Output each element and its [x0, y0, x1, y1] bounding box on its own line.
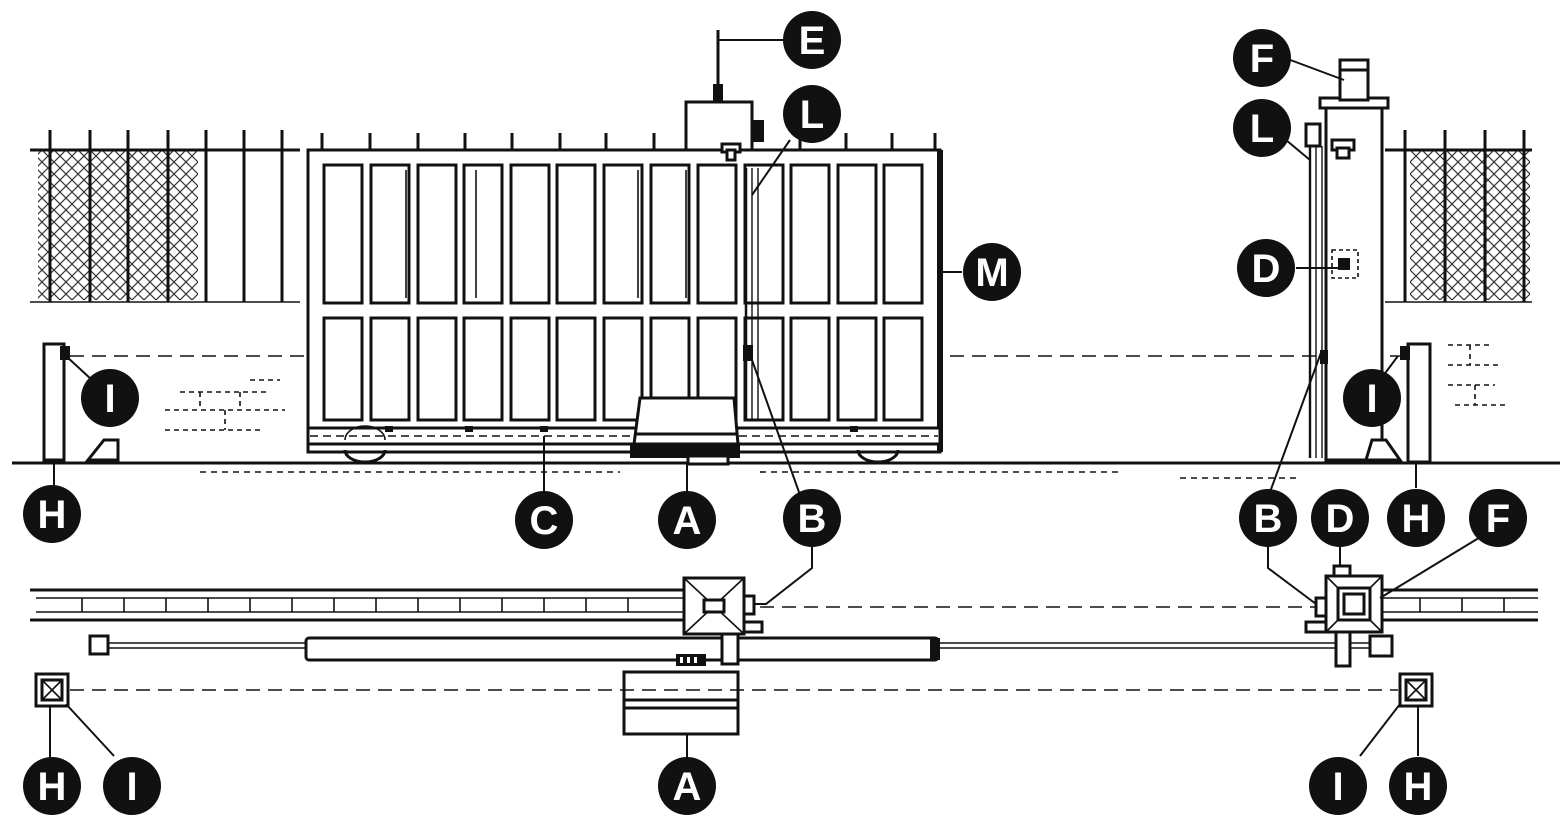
- svg-text:I: I: [1332, 765, 1343, 809]
- label-badge-A-plan: A: [658, 757, 716, 815]
- svg-text:L: L: [800, 93, 824, 137]
- plan-photocell-right: [1398, 672, 1434, 708]
- brick-marks-right: [1448, 344, 1505, 406]
- label-badge-H-right: H: [1387, 489, 1445, 547]
- svg-text:M: M: [975, 251, 1008, 295]
- svg-text:H: H: [1402, 497, 1431, 541]
- label-badge-F-plan: F: [1469, 489, 1527, 547]
- photocell-post-left: [42, 342, 120, 462]
- svg-text:L: L: [1250, 107, 1274, 151]
- label-badge-I-bottom-right: I: [1309, 757, 1367, 815]
- svg-text:A: A: [673, 499, 702, 543]
- control-box-antenna: [684, 30, 764, 162]
- gate-motor-elevation: [630, 396, 740, 466]
- plan-gate-leaf: [88, 634, 1394, 666]
- photocell-post-right: [1363, 342, 1432, 464]
- label-badge-D-pillar: D: [1237, 239, 1295, 297]
- label-badge-H-bottom-left: H: [23, 757, 81, 815]
- plan-wall-right: [1380, 588, 1538, 622]
- plan-pillar-right: [1304, 564, 1384, 668]
- ground-texture: [200, 471, 1300, 479]
- svg-text:E: E: [799, 19, 826, 63]
- label-badge-I-left: I: [81, 369, 139, 427]
- right-fence: [1385, 130, 1532, 303]
- label-badge-H-left: H: [23, 485, 81, 543]
- label-badge-M: M: [963, 243, 1021, 301]
- leader-lines: [49, 39, 1483, 758]
- label-badge-A-elevation: A: [658, 491, 716, 549]
- svg-text:B: B: [798, 497, 827, 541]
- label-badge-L-pillar: L: [1233, 99, 1291, 157]
- plan-photocell-left: [34, 672, 70, 708]
- label-badge-F-top: F: [1233, 29, 1291, 87]
- svg-text:H: H: [38, 493, 67, 537]
- label-badge-B-gate: B: [783, 489, 841, 547]
- plan-wall-left: [30, 588, 684, 622]
- label-badge-L-gate: L: [783, 85, 841, 143]
- svg-text:D: D: [1252, 247, 1281, 291]
- label-badge-C: C: [515, 491, 573, 549]
- label-badge-I-bottom-left: I: [103, 757, 161, 815]
- gate-motor-plan: [622, 670, 740, 736]
- label-badge-E: E: [783, 11, 841, 69]
- svg-text:F: F: [1250, 37, 1274, 81]
- svg-text:I: I: [104, 377, 115, 421]
- svg-text:F: F: [1486, 497, 1510, 541]
- svg-text:D: D: [1326, 497, 1355, 541]
- svg-text:B: B: [1254, 497, 1283, 541]
- label-badge-D-plan: D: [1311, 489, 1369, 547]
- svg-text:I: I: [126, 765, 137, 809]
- svg-text:I: I: [1366, 377, 1377, 421]
- left-fence: [30, 130, 300, 303]
- label-badge-B-plan-right: B: [1239, 489, 1297, 547]
- svg-text:H: H: [1404, 765, 1433, 809]
- label-badge-I-right: I: [1343, 369, 1401, 427]
- svg-text:H: H: [38, 765, 67, 809]
- sliding-gate-leaf: [306, 133, 943, 464]
- svg-text:A: A: [673, 765, 702, 809]
- brick-marks-left: [165, 379, 285, 431]
- svg-text:C: C: [530, 499, 559, 543]
- label-badge-H-bottom-right: H: [1389, 757, 1447, 815]
